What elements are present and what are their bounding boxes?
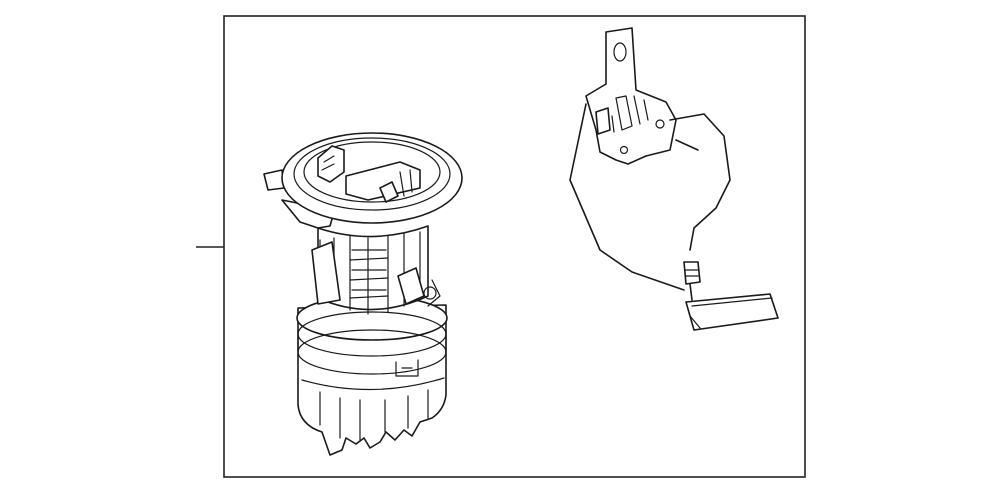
fuel-level-sender-drawing [569, 27, 779, 331]
fuel-pump-module-drawing [263, 132, 463, 456]
